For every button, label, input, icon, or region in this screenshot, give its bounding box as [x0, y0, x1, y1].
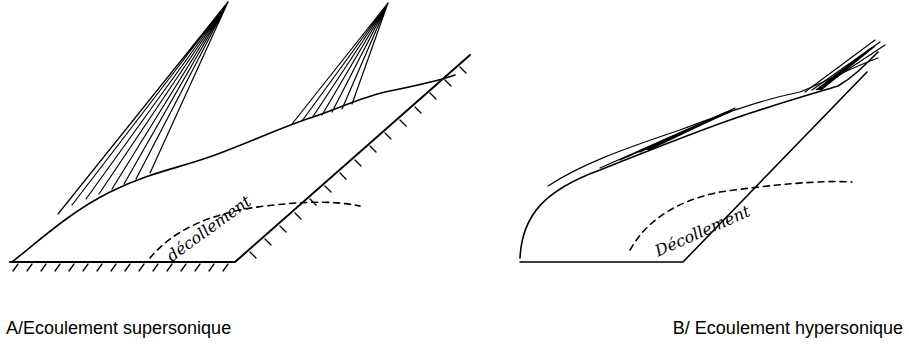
figure-caption: B/ Ecoulement hypersonique — [673, 318, 903, 339]
separation-label: Décollement — [652, 202, 753, 261]
separation-label: décollement — [163, 192, 255, 266]
figure-caption: A/Ecoulement supersonique — [6, 318, 231, 339]
